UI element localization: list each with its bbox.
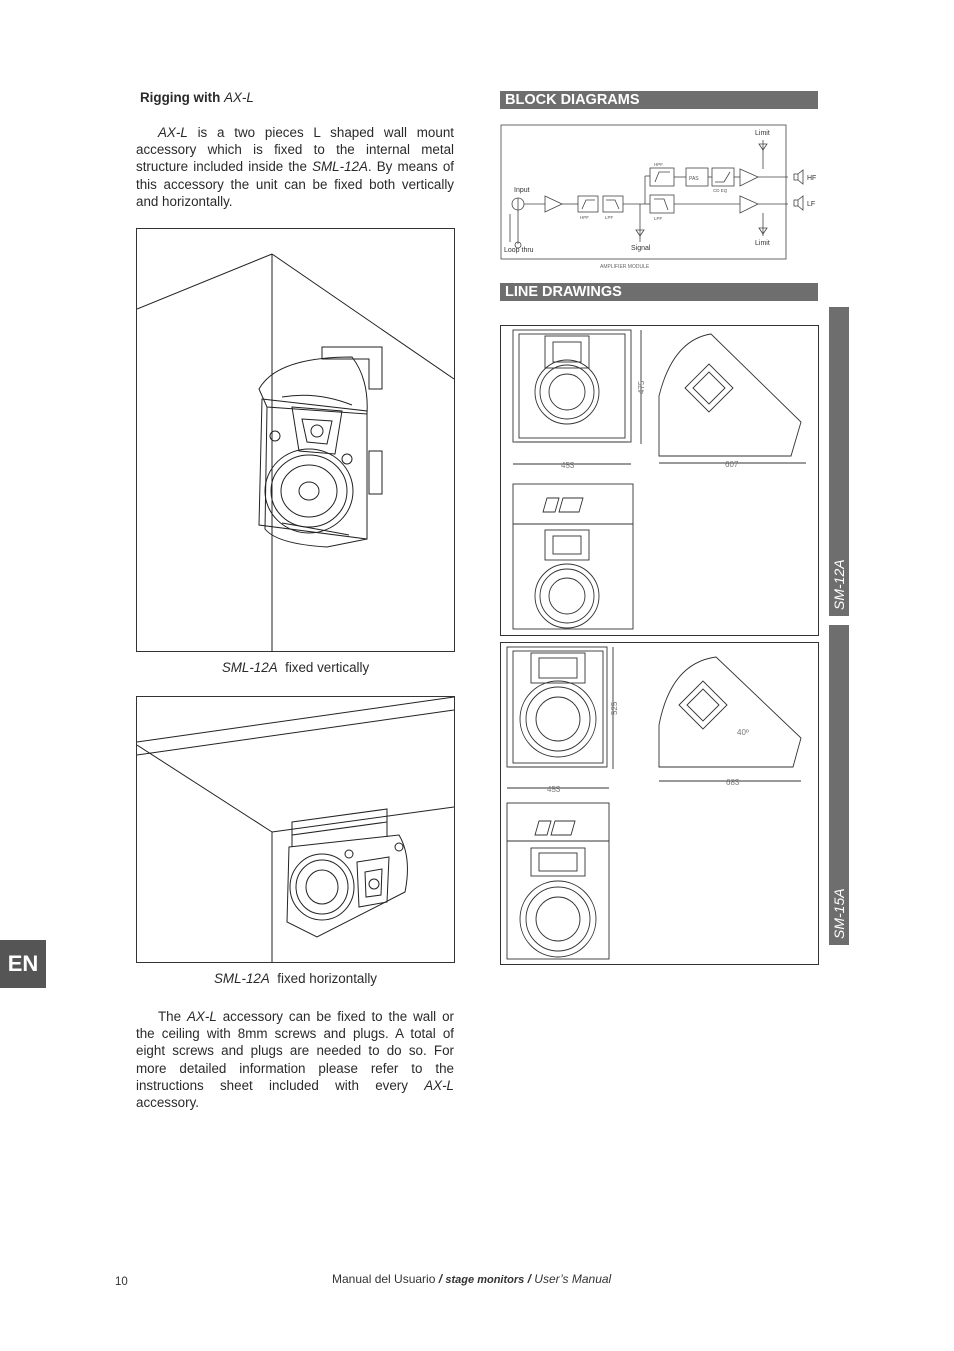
bd-input-label: Input <box>514 187 530 194</box>
page-number: 10 <box>115 1276 128 1288</box>
sm15a-drawing-svg: 525 453 683 40º <box>506 646 802 960</box>
sm15a-side-tab: SM-15A <box>829 625 849 945</box>
horizontal-caption-text: fixed horizontally <box>277 971 378 986</box>
line-drawings-heading: LINE DRAWINGS <box>500 283 818 301</box>
bd-limit-top-label: Limit <box>755 130 770 137</box>
sm15a-angle-label: 40º <box>737 728 749 737</box>
block-diagram-drivers: HF LF <box>790 168 820 212</box>
sm12a-side-tab: SM-12A <box>829 307 849 616</box>
language-tab: EN <box>0 940 46 988</box>
vertical-mount-illustration <box>136 228 455 652</box>
bd-cd-eq-label: CD EQ <box>713 188 728 193</box>
closing-text-2: accessory can be fixed to the wall or th… <box>136 1009 454 1093</box>
sm15a-side-tab-label: SM-15A <box>831 888 847 939</box>
sm12a-depth-label: 607 <box>725 460 739 469</box>
bd-limit-bottom-label: Limit <box>755 240 770 247</box>
bd-lpf-bottom-label: LPF <box>654 216 663 221</box>
bd-pas-label: PAS <box>689 176 699 182</box>
block-diagram: Input Loop thru HPF LPF HPF LPF PAS CD E… <box>500 124 792 272</box>
sm12a-width-label: 453 <box>561 461 575 470</box>
bd-signal-label: Signal <box>631 245 651 252</box>
vertical-mount-drawing <box>136 253 455 651</box>
bd-loop-thru-label: Loop thru <box>504 247 534 254</box>
bd-hpf-top-label: HPF <box>654 162 663 167</box>
bd-module-label: AMPLIFIER MODULE <box>600 264 650 270</box>
footer-manual-en: User’s Manual <box>534 1272 612 1286</box>
rigging-heading-bold: Rigging with <box>140 90 221 105</box>
block-diagrams-heading: BLOCK DIAGRAMS <box>500 91 818 109</box>
bd-hf-label: HF <box>807 175 816 182</box>
horizontal-mount-illustration <box>136 696 455 963</box>
closing-text-3: accessory. <box>136 1095 200 1111</box>
footer-sep-1: / <box>435 1272 446 1286</box>
closing-paragraph: The AX-L accessory can be fixed to the w… <box>136 1008 454 1111</box>
sm12a-height-label: 475 <box>637 380 646 394</box>
horizontal-caption-model: SML-12A <box>213 971 270 986</box>
rigging-text-b: . By means of this accessory the unit ca… <box>136 159 454 209</box>
sm12a-line-drawing: 475 453 607 <box>500 325 819 636</box>
bd-lf-label: LF <box>807 201 815 208</box>
sm15a-height-label: 525 <box>610 701 619 715</box>
vertical-caption-text: fixed vertically <box>285 660 370 675</box>
vertical-caption: SML-12A fixed vertically <box>136 660 455 675</box>
drivers-svg: HF LF <box>793 169 816 211</box>
closing-model-2: AX-L <box>424 1077 454 1093</box>
sm12a-side-tab-label: SM-12A <box>831 559 847 610</box>
rigging-description: AX-L is a two pieces L shaped wall mount… <box>136 124 454 210</box>
rigging-heading-model: AX-L <box>224 90 254 105</box>
footer-product: stage monitors <box>445 1274 525 1286</box>
sm15a-line-drawing: 525 453 683 40º <box>500 642 819 965</box>
horizontal-caption: SML-12A fixed horizontally <box>136 971 455 986</box>
block-diagram-svg: Input Loop thru HPF LPF HPF LPF PAS CD E… <box>500 124 792 270</box>
sml-model-name: SML-12A <box>312 159 368 175</box>
footer-manual-es: Manual del Usuario <box>332 1272 436 1286</box>
sm15a-width-label: 453 <box>547 785 561 794</box>
vertical-caption-model: SML-12A <box>221 660 278 675</box>
horizontal-mount-drawing <box>136 696 455 962</box>
bd-hpf-small-label: HPF <box>580 215 589 220</box>
closing-text-1: The <box>158 1009 187 1024</box>
closing-model-1: AX-L <box>187 1009 217 1024</box>
rigging-text-a: is a two pieces L shaped wall mount acce… <box>136 125 454 175</box>
bd-lpf-small-label: LPF <box>605 215 614 220</box>
rigging-heading: Rigging with AX-L <box>140 90 254 105</box>
sm12a-drawing-svg: 475 453 607 <box>512 329 806 630</box>
footer-title: Manual del Usuario / stage monitors / Us… <box>332 1272 611 1286</box>
ax-l-name: AX-L <box>158 125 188 140</box>
footer-sep-2: / <box>524 1272 535 1286</box>
sm15a-depth-label: 683 <box>726 778 740 787</box>
